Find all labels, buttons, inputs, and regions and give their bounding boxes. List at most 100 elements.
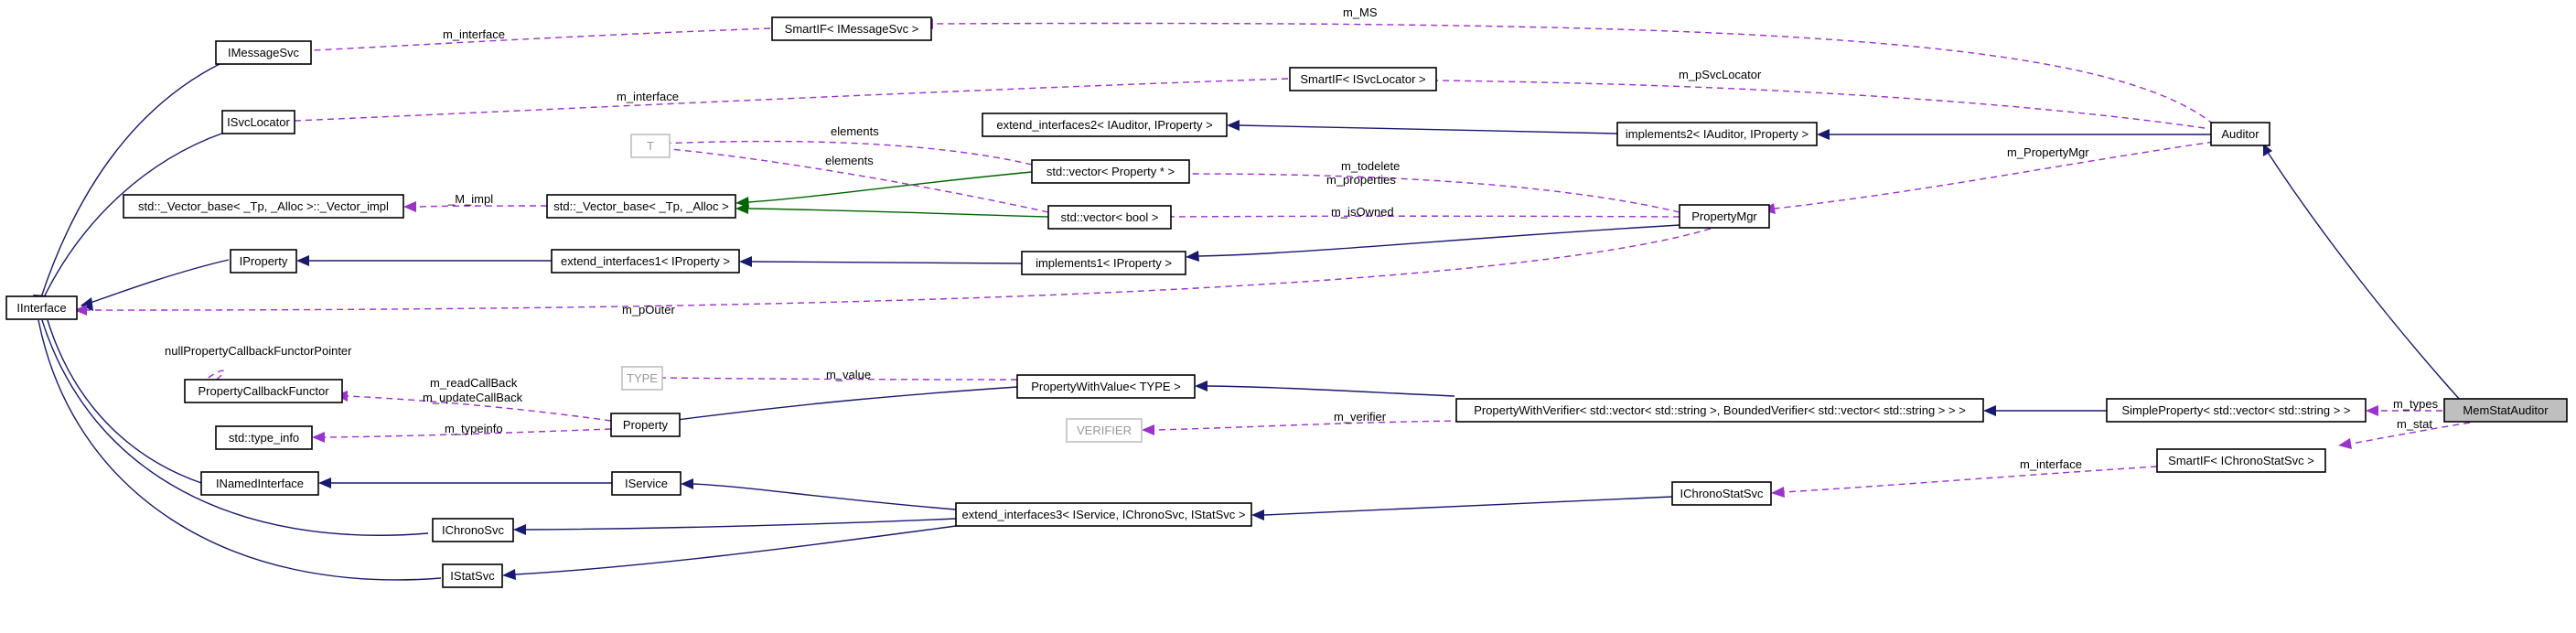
svg-text:std::type_info: std::type_info	[229, 431, 299, 445]
svg-text:IProperty: IProperty	[240, 254, 288, 268]
edge-memstat-auditor	[2266, 150, 2462, 402]
arrow-heads	[33, 18, 2378, 580]
svg-text:IInterface: IInterface	[16, 301, 66, 315]
node-extend-interfaces3[interactable]: extend_interfaces3< IService, IChronoSvc…	[955, 502, 1252, 527]
node-ichronosvc[interactable]: IChronoSvc	[432, 518, 514, 542]
svg-text:MemStatAuditor: MemStatAuditor	[2463, 403, 2549, 417]
edge-extend3-ichronosvc	[525, 518, 957, 531]
svg-text:IChronoStatSvc: IChronoStatSvc	[1680, 487, 1764, 500]
node-iservice[interactable]: IService	[611, 471, 682, 496]
edge-m-interface-svcloc	[294, 78, 1289, 122]
arrow-head	[1771, 487, 1785, 498]
edge-inamedinterface-iinterface	[47, 319, 202, 484]
edge-ichronosvc-iinterface	[41, 319, 429, 536]
edge-m-stat	[2350, 422, 2471, 445]
arrow-head	[296, 255, 309, 266]
node-type-info[interactable]: std::type_info	[215, 425, 313, 450]
node-smartif-ichronostatsvc[interactable]: SmartIF< IChronoStatSvc >	[2156, 448, 2326, 473]
node-propertywithverifier[interactable]: PropertyWithVerifier< std::vector< std::…	[1455, 398, 1984, 423]
edge-m-value	[658, 377, 1018, 381]
edge-elements-2	[658, 147, 1049, 213]
edge-elements-1	[658, 140, 1033, 166]
edge-propertywithvalue-verifier	[1207, 385, 1455, 397]
edge-labels: m_interface m_MS m_interface m_pSvcLocat…	[165, 5, 2439, 471]
edge-extend3-iservice	[692, 483, 957, 510]
edge-label-m-interface-svcloc: m_interface	[617, 90, 679, 103]
edge-label-m-typeinfo: m_typeinfo	[445, 422, 503, 435]
node-vector-base[interactable]: std::_Vector_base< _Tp, _Alloc >	[546, 194, 736, 219]
node-isvclocator[interactable]: ISvcLocator	[221, 110, 295, 134]
edge-label-m-properties: m_properties	[1326, 173, 1396, 187]
arrow-head	[1983, 405, 1996, 416]
svg-text:SmartIF< IMessageSvc >: SmartIF< IMessageSvc >	[785, 22, 919, 36]
edge-istatsvc-iinterface	[38, 319, 442, 581]
edge-label-m-propertymgr: m_PropertyMgr	[2007, 145, 2089, 159]
arrow-head	[739, 256, 752, 267]
node-property[interactable]: Property	[610, 413, 681, 437]
node-vector-bool[interactable]: std::vector< bool >	[1047, 205, 1172, 230]
node-auditor[interactable]: Auditor	[2210, 122, 2270, 146]
node-istatsvc[interactable]: IStatSvc	[442, 563, 503, 588]
edge-m-isowned	[1170, 215, 1680, 218]
edge-label-m-verifier: m_verifier	[1334, 410, 1387, 424]
svg-text:SmartIF< IChronoStatSvc >: SmartIF< IChronoStatSvc >	[2168, 454, 2314, 467]
edge-m-todelete	[1188, 173, 1680, 213]
edge-label-m-ms: m_MS	[1343, 5, 1378, 19]
svg-text:IMessageSvc: IMessageSvc	[228, 46, 300, 59]
edge-property-propertywithvalue	[656, 386, 1018, 424]
node-template-verifier[interactable]: VERIFIER	[1066, 418, 1143, 443]
svg-text:SimpleProperty< std::vector< s: SimpleProperty< std::vector< std::string…	[2121, 403, 2350, 417]
svg-text:SmartIF< ISvcLocator >: SmartIF< ISvcLocator >	[1300, 72, 1425, 86]
node-iinterface[interactable]: IInterface	[5, 295, 78, 320]
node-ichronostatsvc[interactable]: IChronoStatSvc	[1671, 481, 1772, 506]
node-implements2[interactable]: implements2< IAuditor, IProperty >	[1616, 122, 1818, 146]
arrow-head	[318, 477, 331, 488]
edge-propertymgr-implements1	[1197, 224, 1680, 257]
node-simpleproperty[interactable]: SimpleProperty< std::vector< std::string…	[2106, 398, 2367, 423]
edge-m-pouter	[86, 228, 1712, 311]
node-implements1[interactable]: implements1< IProperty >	[1021, 251, 1186, 275]
node-smartif-imessagesvc[interactable]: SmartIF< IMessageSvc >	[771, 16, 932, 41]
node-iproperty[interactable]: IProperty	[230, 249, 297, 274]
node-vector-base-impl[interactable]: std::_Vector_base< _Tp, _Alloc >::_Vecto…	[123, 194, 404, 219]
node-propertymgr[interactable]: PropertyMgr	[1679, 204, 1770, 229]
svg-text:extend_interfaces3< IService,: extend_interfaces3< IService, IChronoSvc…	[962, 508, 1246, 521]
node-propertywithvalue[interactable]: PropertyWithValue< TYPE >	[1016, 374, 1196, 399]
node-template-t[interactable]: T	[630, 134, 671, 158]
arrow-head	[2338, 438, 2352, 449]
arrow-head	[1227, 120, 1240, 131]
edge-label-m-interface-chrono: m_interface	[2020, 457, 2082, 471]
edge-label-m-impl: _M_impl	[447, 192, 493, 206]
svg-text:std::_Vector_base< _Tp, _Alloc: std::_Vector_base< _Tp, _Alloc >::_Vecto…	[138, 199, 389, 213]
node-extend-interfaces2[interactable]: extend_interfaces2< IAuditor, IProperty …	[982, 113, 1228, 137]
edge-extend3-istatsvc	[514, 525, 957, 575]
node-smartif-isvclocator[interactable]: SmartIF< ISvcLocator >	[1289, 67, 1437, 91]
node-inamedinterface[interactable]: INamedInterface	[200, 471, 319, 496]
edge-label-m-pouter: m_pOuter	[622, 303, 675, 316]
arrow-head	[513, 524, 526, 535]
edge-m-ms	[932, 22, 2215, 125]
node-extend-interfaces1[interactable]: extend_interfaces1< IProperty >	[551, 249, 740, 274]
nodes: IInterface IMessageSvc ISvcLocator std::…	[5, 16, 2568, 588]
node-imessagesvc[interactable]: IMessageSvc	[215, 40, 312, 65]
svg-text:ISvcLocator: ISvcLocator	[227, 115, 290, 129]
edge-iproperty-iinterface	[87, 259, 230, 305]
node-propertycallbackfunctor[interactable]: PropertyCallbackFunctor	[184, 379, 343, 403]
svg-text:std::vector< bool >: std::vector< bool >	[1061, 210, 1159, 224]
edge-label-m-psvclocator: m_pSvcLocator	[1679, 68, 1762, 81]
arrow-head	[1186, 251, 1199, 262]
svg-text:PropertyWithValue< TYPE >: PropertyWithValue< TYPE >	[1031, 380, 1181, 393]
arrow-head	[403, 201, 416, 212]
edge-imessagesvc-iinterface	[40, 62, 222, 298]
node-template-type[interactable]: TYPE	[621, 366, 663, 391]
node-vector-property[interactable]: std::vector< Property * >	[1031, 159, 1190, 184]
svg-text:PropertyWithVerifier< std::vec: PropertyWithVerifier< std::vector< std::…	[1474, 403, 1966, 417]
edge-m-readcallback	[347, 395, 612, 422]
edge-label-m-interface-msg: m_interface	[443, 27, 505, 41]
edge-m-propertymgr	[1774, 141, 2215, 209]
node-memstatauditor[interactable]: MemStatAuditor	[2443, 398, 2568, 423]
arrow-head	[2263, 144, 2272, 156]
arrow-head	[1195, 381, 1208, 392]
edge-label-nullptr: nullPropertyCallbackFunctorPointer	[165, 344, 352, 358]
